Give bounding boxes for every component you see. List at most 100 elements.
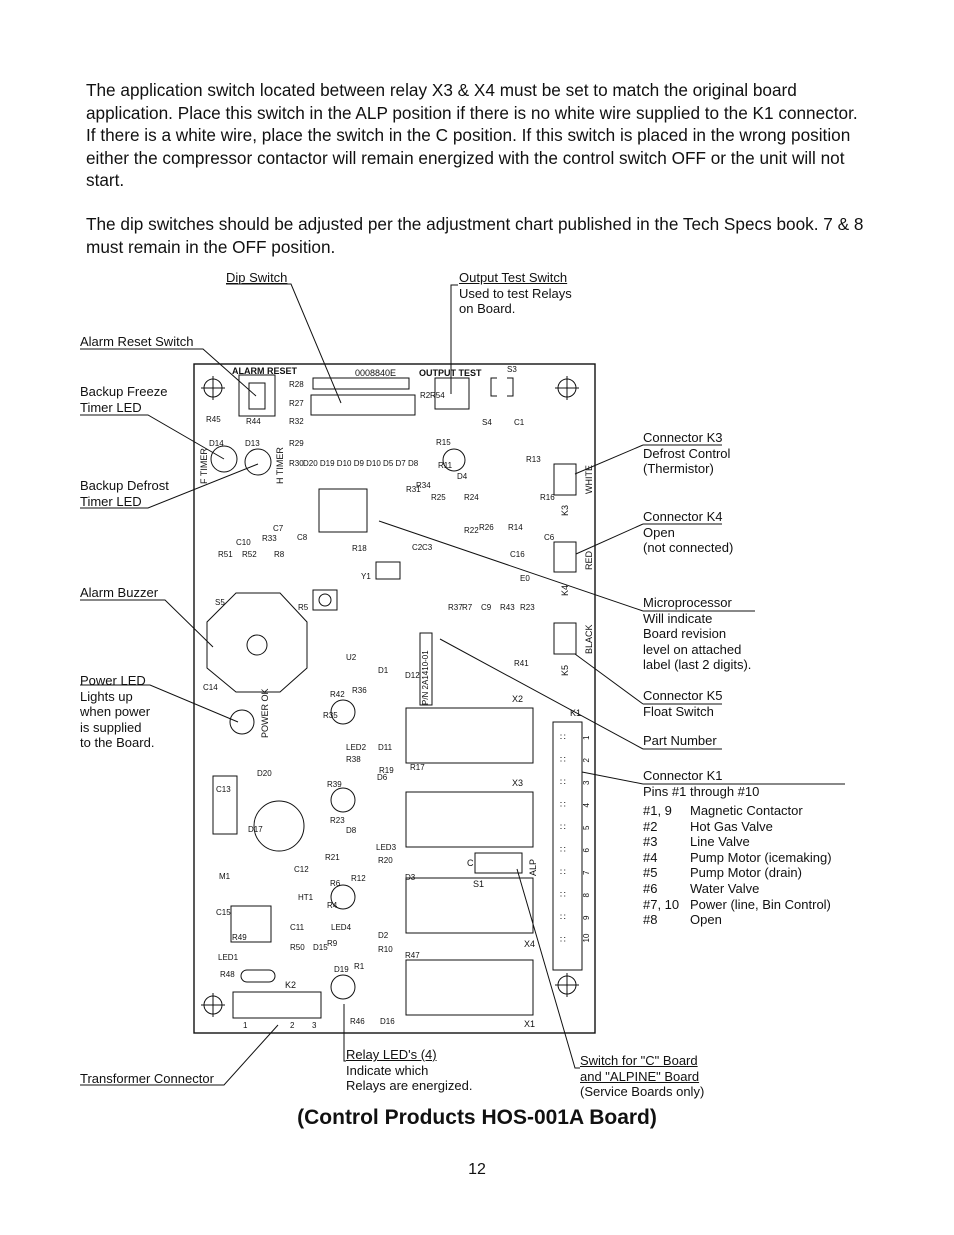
component-ref: R44	[246, 417, 261, 426]
backup-defrost-line2: Timer LED	[80, 493, 142, 509]
dip-switch[interactable]	[310, 394, 416, 416]
component-ref: D8	[346, 826, 357, 835]
backup-defrost-timer-led	[244, 448, 272, 476]
component-ref: D13	[245, 439, 260, 448]
silk-f-timer: F TIMER	[199, 448, 209, 484]
k1-board-pin-number: 6	[582, 848, 591, 853]
silk-c: C	[467, 858, 474, 868]
component-ref: R28	[289, 380, 304, 389]
k1-pin-numbers: 1∷2∷3∷4∷5∷6∷7∷8∷9∷10∷	[560, 732, 591, 945]
silk-k5: K5	[560, 665, 570, 676]
component-ref: S3	[507, 365, 517, 374]
component-ref: R2	[420, 391, 431, 400]
component-ref: D4	[457, 472, 468, 481]
component-ref: LED1	[218, 953, 239, 962]
k1-pin-number: #2	[643, 818, 658, 834]
component-ref: R1	[354, 962, 365, 971]
callout-microprocessor: Microprocessor Will indicate Board revis…	[643, 595, 751, 673]
callout-alarm-reset: Alarm Reset Switch	[80, 334, 193, 350]
component-ref: R4	[327, 901, 338, 910]
bridge-d17	[230, 905, 272, 943]
figure-caption: (Control Products HOS-001A Board)	[297, 1106, 657, 1129]
component-ref: D20 D19 D10 D9 D10 D5 D7 D8	[303, 459, 419, 468]
component-ref: D6	[377, 773, 388, 782]
component-ref: Y1	[361, 572, 371, 581]
callout-transformer-connector: Transformer Connector	[80, 1071, 214, 1087]
component-ref: R27	[289, 399, 304, 408]
silk-x2: X2	[512, 694, 523, 704]
component-ref: R36	[352, 686, 367, 695]
component-ref: R24	[464, 493, 479, 502]
component-ref: R48	[220, 970, 235, 979]
component-ref: D12	[405, 671, 420, 680]
component-ref: R17	[410, 763, 425, 772]
connector-k2[interactable]	[232, 991, 322, 1019]
relay-leds-line2: Relays are energized.	[346, 1078, 473, 1094]
power-led-title: Power LED	[80, 673, 146, 688]
capacitor-c1	[490, 377, 514, 397]
k4-line2: (not connected)	[643, 540, 734, 556]
callout-part-number: Part Number	[643, 733, 717, 749]
component-ref: C13	[216, 785, 231, 794]
component-ref: R47	[405, 951, 420, 960]
output-test-switch[interactable]	[434, 377, 470, 410]
backup-defrost-line1: Backup Defrost	[80, 478, 169, 493]
silk-k1: K1	[570, 708, 581, 718]
power-led-line3: is supplied	[80, 719, 142, 735]
silk-output-test: OUTPUT TEST	[419, 368, 482, 378]
k1-board-pin-number: 5	[582, 825, 591, 830]
k1-pin-mark: ∷	[560, 755, 566, 765]
k1-pin-number: #6	[643, 880, 658, 896]
connector-k1[interactable]	[552, 721, 583, 971]
component-ref: D14	[209, 439, 224, 448]
component-ref: R9	[327, 939, 338, 948]
pcb-outline	[193, 363, 596, 1034]
alarm-reset-label: Alarm Reset Switch	[80, 334, 194, 349]
intro-paragraph-2: The dip switches should be adjusted per …	[86, 214, 864, 257]
micro-line1: Will indicate	[643, 610, 713, 626]
component-ref: R35	[323, 711, 338, 720]
part-number-label	[419, 632, 433, 706]
power-led-line4: to the Board.	[80, 735, 155, 751]
component-ref: R46	[350, 1017, 365, 1026]
k1-pin-description: Pump Motor (icemaking)	[690, 849, 832, 865]
silk-x4: X4	[524, 939, 535, 949]
power-led	[229, 709, 255, 735]
alarm-reset-switch[interactable]	[238, 374, 276, 417]
k1-pin-mark: ∷	[560, 890, 566, 900]
component-ref: C1	[514, 418, 525, 427]
component-ref: C15	[216, 908, 231, 917]
k1-pin-number: #3	[643, 834, 658, 850]
k1-pin-mark: ∷	[560, 935, 566, 945]
output-test-line2: on Board.	[459, 301, 516, 317]
capacitor-c13	[253, 800, 305, 852]
callout-alarm-buzzer: Alarm Buzzer	[80, 585, 158, 601]
component-ref: C10	[236, 538, 251, 547]
k1-pin-number: #4	[643, 849, 658, 865]
c-alpine-switch[interactable]	[474, 852, 523, 874]
component-ref: D20	[257, 769, 272, 778]
relay-led-4	[330, 884, 356, 910]
component-ref: R11	[438, 461, 453, 470]
component-ref: C6	[544, 533, 555, 542]
k1-pin-mark: ∷	[560, 800, 566, 810]
component-ref: R16	[540, 493, 555, 502]
connector-k4[interactable]	[553, 541, 577, 573]
relay-led-2	[330, 699, 356, 725]
component-ref: R54	[430, 391, 445, 400]
k2-board-pin-number: 1	[243, 1021, 248, 1030]
relay-x4	[405, 877, 534, 934]
component-ref: R12	[351, 874, 366, 883]
callout-output-test-switch: Output Test Switch Used to test Relays o…	[459, 270, 572, 317]
k3-line2: (Thermistor)	[643, 461, 714, 477]
connector-k3[interactable]	[553, 463, 577, 496]
connector-k5[interactable]	[553, 622, 577, 655]
board-silkscreen: ALARM RESET 0008840E OUTPUT TEST F TIMER…	[199, 366, 594, 1029]
intro-paragraph-1: The application switch located between r…	[86, 80, 858, 191]
silk-h-timer: H TIMER	[275, 447, 285, 484]
k1-pin-number: #1, 9	[643, 803, 672, 818]
